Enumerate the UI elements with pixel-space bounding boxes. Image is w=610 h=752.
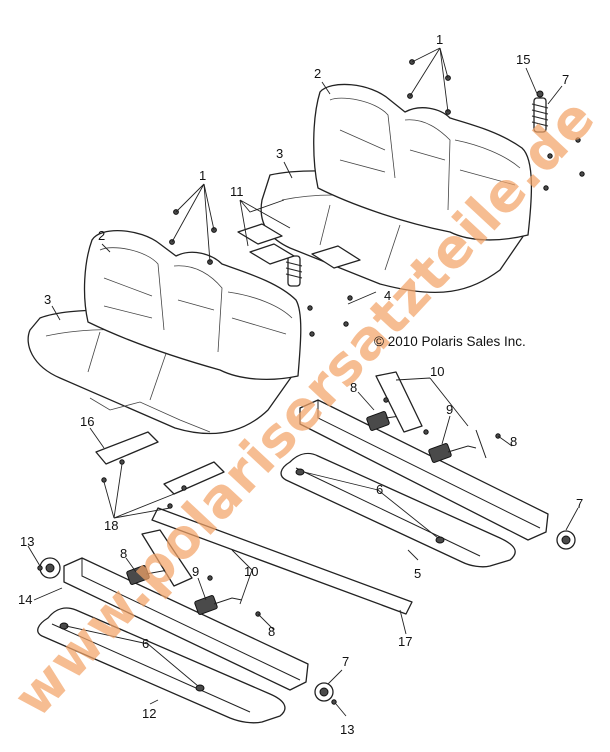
callout-13-bottom: 13	[340, 722, 354, 737]
seat-belt-buckle-icon	[366, 411, 409, 431]
callout-7-top: 7	[562, 72, 569, 87]
callout-7-rear: 7	[576, 496, 583, 511]
callout-4: 4	[384, 288, 391, 303]
bracket-16	[95, 431, 159, 465]
rear-spring-damper	[531, 90, 549, 133]
front-seat-base-frame	[37, 529, 334, 724]
leader-lines	[27, 47, 579, 717]
front-frame-loop	[37, 607, 286, 724]
callout-5: 5	[414, 566, 421, 581]
bracket-18	[163, 461, 225, 495]
copyright-notice: © 2010 Polaris Sales Inc.	[374, 334, 526, 349]
callout-10-front: 10	[244, 564, 258, 579]
callout-12: 12	[142, 706, 156, 721]
callout-8-front-right: 8	[268, 624, 275, 639]
callout-18: 18	[104, 518, 118, 533]
seat-belt-buckle-icon	[428, 443, 477, 463]
callout-13-top: 13	[20, 534, 34, 549]
callout-11: 11	[230, 184, 244, 199]
front-seat-backrest	[83, 230, 302, 381]
support-tube	[151, 507, 413, 615]
callout-17: 17	[398, 634, 412, 649]
callout-9-front: 9	[192, 564, 199, 579]
rear-seat-backrest	[313, 83, 533, 241]
bolt-icon	[383, 397, 501, 439]
callout-2-front: 2	[98, 228, 105, 243]
callout-3-rear: 3	[276, 146, 283, 161]
callout-9-rear: 9	[446, 402, 453, 417]
callout-8-front-left: 8	[120, 546, 127, 561]
callout-14: 14	[18, 592, 32, 607]
callout-16: 16	[80, 414, 94, 429]
bolt-icon	[407, 59, 451, 115]
callout-6-front: 6	[142, 636, 149, 651]
callout-2-rear: 2	[314, 66, 321, 81]
front-seat-assembly	[27, 230, 302, 435]
bolt-icon	[543, 137, 585, 191]
callout-7-front: 7	[342, 654, 349, 669]
rear-frame-loop	[280, 452, 516, 568]
callout-1-front: 1	[199, 168, 206, 183]
callout-8-rear-right: 8	[510, 434, 517, 449]
label-decals	[237, 223, 361, 269]
callout-15: 15	[516, 52, 530, 67]
fasteners	[37, 59, 585, 705]
callout-labels: 1 2 3 1 11 2 15 7 3 4 10 8 9 8 16 6 7 18…	[18, 32, 583, 737]
callout-10-rear: 10	[430, 364, 444, 379]
front-spring-damper	[285, 255, 303, 287]
callout-1-rear: 1	[436, 32, 443, 47]
seat-belt-buckle-icon	[194, 595, 243, 615]
callout-3-front: 3	[44, 292, 51, 307]
callout-6-rear: 6	[376, 482, 383, 497]
callout-8-rear-left: 8	[350, 380, 357, 395]
bolt-icon	[307, 295, 353, 337]
mount-brackets	[95, 431, 225, 495]
rear-seat-base-frame	[280, 371, 576, 568]
